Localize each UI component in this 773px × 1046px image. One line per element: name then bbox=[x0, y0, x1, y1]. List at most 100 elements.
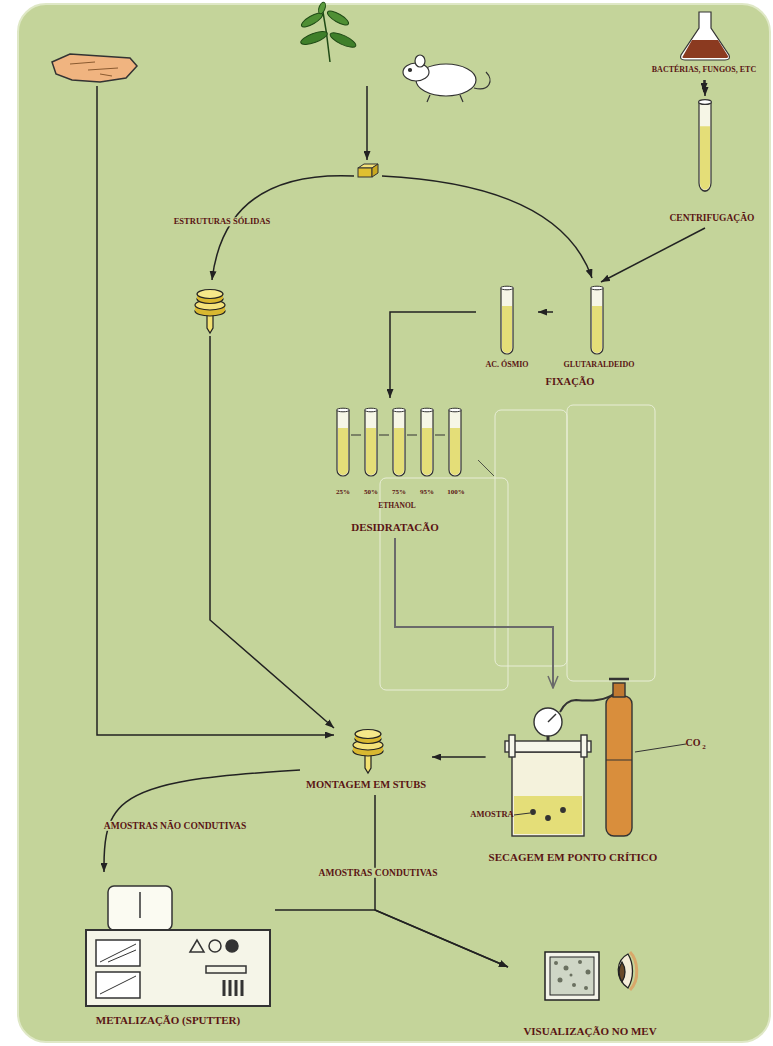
stage-label: 50% bbox=[364, 489, 378, 497]
part-label: CO bbox=[686, 737, 701, 748]
critical-point-dryer bbox=[609, 678, 629, 681]
ethanol-tubes bbox=[351, 434, 445, 435]
flow-arrow bbox=[375, 795, 508, 967]
sputter-coater bbox=[139, 892, 141, 918]
stage-label: ETHANOL bbox=[378, 502, 416, 510]
critical-point-dryer bbox=[514, 796, 582, 834]
rock-sample bbox=[52, 54, 137, 82]
rat bbox=[403, 55, 490, 102]
ethanol-tubes bbox=[365, 408, 378, 476]
part-label: AMOSTRA bbox=[470, 810, 513, 819]
faint-frames bbox=[495, 410, 567, 666]
tissue-block bbox=[358, 168, 372, 177]
ethanol-tubes bbox=[393, 408, 406, 476]
flow-arrow bbox=[395, 538, 553, 688]
rat bbox=[409, 69, 412, 72]
critical-point-dryer bbox=[613, 683, 625, 697]
edge-label: AMOSTRAS CONDUTIVAS bbox=[316, 868, 441, 878]
flask bbox=[682, 40, 728, 58]
stage-label: FIXAÇÃO bbox=[546, 376, 595, 388]
sputter-coater bbox=[224, 980, 242, 996]
rat bbox=[403, 63, 429, 81]
critical-point-dryer bbox=[635, 744, 686, 752]
stage-label: DESIDRATACÃO bbox=[351, 521, 439, 533]
stage-label: METALIZAÇÃO (SPUTTER) bbox=[96, 1014, 240, 1026]
eye bbox=[619, 962, 625, 982]
critical-point-dryer bbox=[546, 816, 550, 820]
sputter-coater bbox=[100, 944, 136, 994]
arrow-line bbox=[210, 336, 334, 728]
flow-arrow bbox=[703, 80, 705, 92]
process-stage: BACTÉRIAS, FUNGOS, ETC bbox=[640, 8, 768, 80]
stage-label: GLUTARALDEIDO bbox=[564, 361, 635, 370]
plant bbox=[299, 1, 357, 62]
part-label: ESTRUTURAS SÓLIDAS bbox=[171, 217, 274, 226]
arrow-line bbox=[366, 86, 368, 160]
flow-arrow bbox=[538, 311, 553, 313]
critical-point-dryer bbox=[561, 808, 565, 812]
process-stage: MONTAGEM EM STUBS bbox=[300, 715, 432, 795]
sem-monitor bbox=[545, 952, 599, 1000]
flask bbox=[681, 12, 730, 60]
critical-point-dryer bbox=[505, 679, 686, 836]
sputter-coater bbox=[86, 930, 270, 1006]
flow-arrow bbox=[275, 910, 508, 967]
process-stage: 25%50%75%95%100%ETHANOLDESIDRATACÃO bbox=[322, 398, 474, 538]
flow-arrow bbox=[601, 228, 705, 282]
sputter-coater bbox=[108, 886, 172, 930]
stage-label: 95% bbox=[420, 489, 434, 497]
stage-label: VISUALIZAÇÃO NO MEV bbox=[523, 1025, 656, 1037]
centrifuge-tube bbox=[699, 100, 712, 192]
sputter-coater bbox=[206, 966, 246, 973]
flow-arrow bbox=[390, 312, 476, 398]
process-stage: CENTRIFUGAÇÃO bbox=[660, 92, 766, 228]
rock-sample bbox=[70, 62, 118, 76]
arrow-line bbox=[704, 80, 706, 96]
ethanol-tubes bbox=[337, 408, 462, 476]
ethanol-tubes bbox=[449, 408, 462, 476]
sem-monitor bbox=[572, 983, 576, 987]
background-panel bbox=[18, 4, 770, 1042]
sem-monitor bbox=[554, 961, 558, 965]
arrow-line bbox=[382, 176, 592, 278]
plant bbox=[299, 29, 328, 47]
arrow-line bbox=[212, 176, 354, 280]
sem-monitor bbox=[550, 957, 594, 995]
process-stage: FIXAÇÃO AC. ÓSMIO GLUTARALDEIDO bbox=[462, 278, 652, 390]
critical-point-dryer bbox=[512, 752, 584, 836]
process-stage: AC. ÓSMIO bbox=[476, 282, 538, 372]
plant bbox=[326, 9, 351, 28]
critical-point-dryer bbox=[509, 735, 515, 757]
plant bbox=[328, 30, 357, 50]
plant bbox=[317, 1, 327, 14]
faint-frames bbox=[478, 460, 494, 476]
stage-label: MONTAGEM EM STUBS bbox=[306, 779, 426, 791]
tissue-block bbox=[372, 164, 378, 177]
stage-label: AC. ÓSMIO bbox=[485, 361, 528, 370]
flow-arrow bbox=[432, 756, 486, 758]
sem-monitor bbox=[578, 960, 582, 964]
stub-symbol bbox=[353, 730, 383, 774]
rat bbox=[427, 95, 463, 102]
tissue-block bbox=[358, 164, 378, 177]
ethanol-tubes bbox=[337, 408, 350, 476]
eye bbox=[630, 952, 637, 990]
sputter-coater bbox=[209, 940, 221, 952]
part-label: 2 bbox=[702, 744, 706, 752]
process-stage: GLUTARALDEIDO bbox=[553, 282, 645, 372]
osmium-tube bbox=[501, 286, 514, 354]
sputter-coater bbox=[226, 940, 238, 952]
critical-point-dryer bbox=[534, 708, 562, 736]
critical-point-dryer bbox=[548, 714, 556, 722]
process-stage: SECAGEM EM PONTO CRÍTICO bbox=[486, 688, 662, 868]
critical-point-dryer bbox=[581, 735, 587, 757]
stage-label: SECAGEM EM PONTO CRÍTICO bbox=[489, 851, 658, 863]
edge-label: AMOSTRAS NÃO CONDUTIVAS bbox=[101, 821, 249, 831]
eye bbox=[618, 952, 637, 990]
critical-point-dryer bbox=[606, 760, 632, 761]
eye bbox=[618, 954, 632, 988]
ethanol-tubes bbox=[421, 408, 434, 476]
sem-monitor bbox=[584, 986, 588, 990]
